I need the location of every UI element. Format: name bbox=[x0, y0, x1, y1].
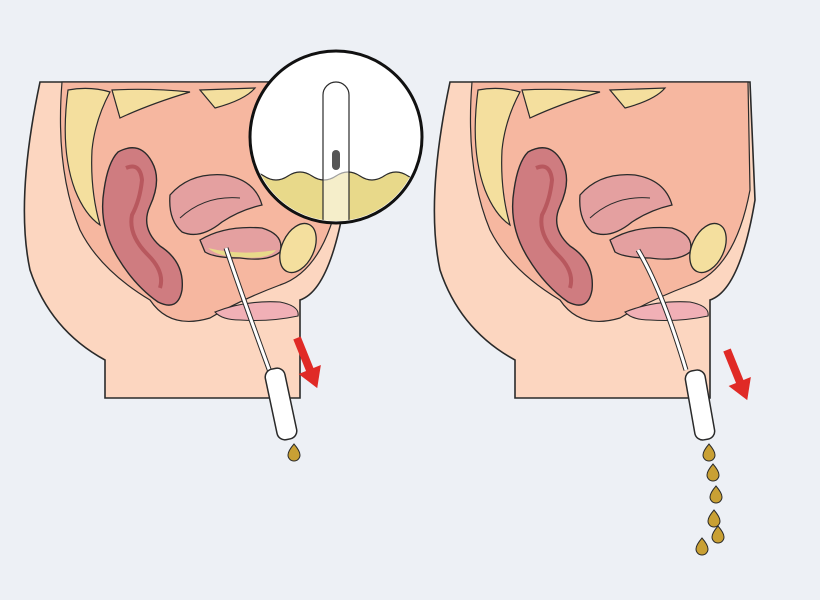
urine-droplet-icon bbox=[702, 443, 716, 462]
urine-droplet-icon bbox=[711, 525, 725, 544]
urine-droplet-icon bbox=[706, 463, 720, 482]
urine-droplet-icon bbox=[709, 485, 723, 504]
magnified-detail-circle bbox=[248, 49, 424, 225]
anatomy-right bbox=[432, 80, 757, 400]
inset-catheter-eyelet bbox=[332, 150, 340, 170]
urine-droplet-icon bbox=[287, 443, 301, 462]
down-right-arrow-icon bbox=[293, 336, 321, 389]
catheter-funnel-right bbox=[684, 369, 716, 441]
step-1-panel bbox=[22, 49, 424, 462]
down-right-arrow-icon bbox=[723, 348, 751, 401]
step-2-panel bbox=[432, 80, 757, 556]
urine-stream bbox=[695, 443, 725, 556]
catheter-funnel-left bbox=[264, 367, 298, 441]
urine-droplet-icon bbox=[695, 537, 709, 556]
urine-droplet-icon bbox=[707, 509, 721, 528]
bladder-urine-left bbox=[208, 248, 276, 258]
